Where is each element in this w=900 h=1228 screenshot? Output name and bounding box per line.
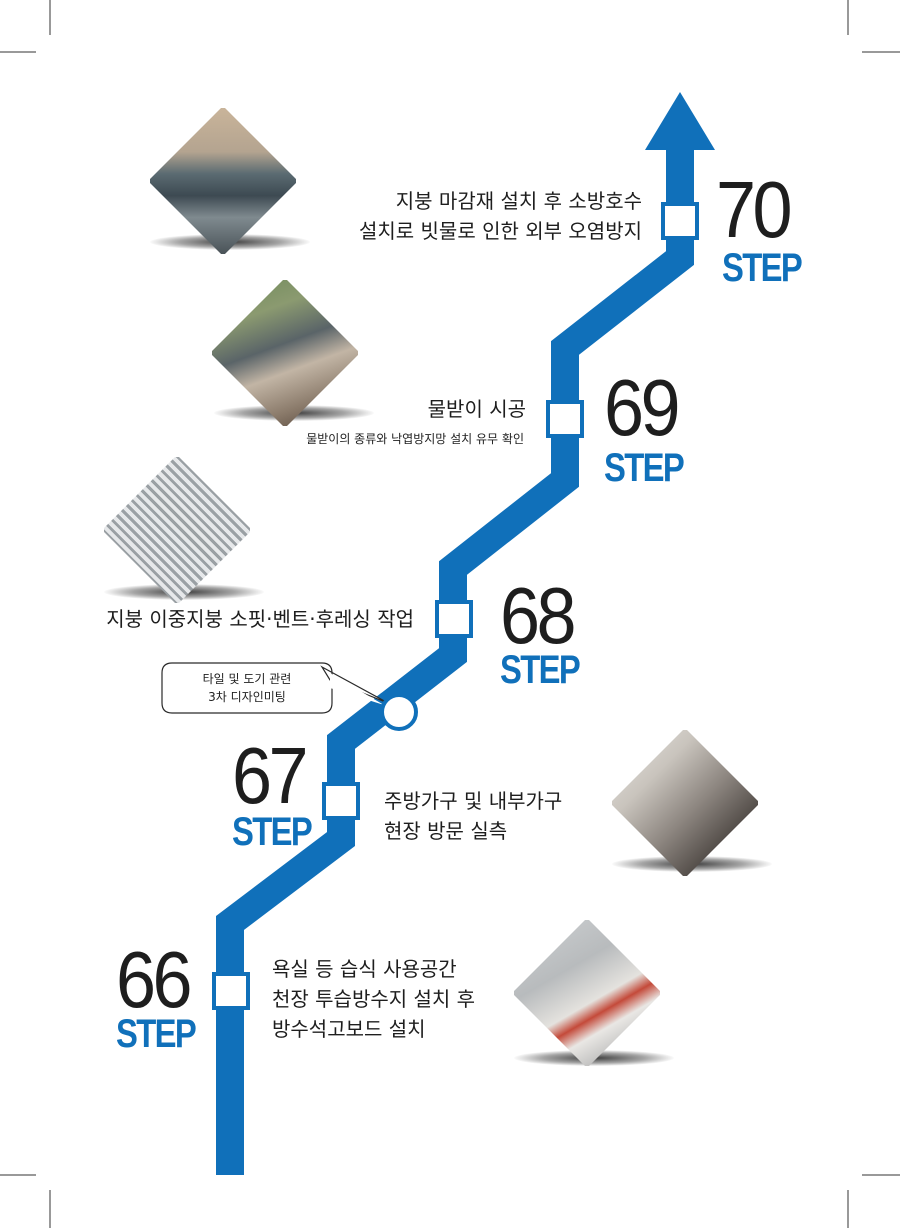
step-66-marker: [212, 972, 250, 1010]
step-69-number: 69: [604, 363, 680, 452]
step-68-marker: [435, 600, 473, 638]
step-68-number: 68: [500, 571, 576, 660]
step-69-word: STEP: [604, 446, 685, 490]
step-67-desc: 주방가구 및 내부가구 현장 방문 실측: [384, 786, 562, 846]
step-66-line-2: 천장 투습방수지 설치 후: [272, 987, 476, 1011]
callout: [161, 662, 418, 731]
step-68-desc: 지붕 이중지붕 소핏·벤트·후레싱 작업: [106, 607, 414, 631]
step-66-line-1: 욕실 등 습식 사용공간: [272, 957, 457, 981]
step-66-line-3: 방수석고보드 설치: [272, 1017, 426, 1041]
step-67-marker: [322, 782, 360, 820]
step-66-word: STEP: [116, 1012, 197, 1056]
step-69-title: 물받이 시공: [427, 397, 526, 421]
callout-text: 타일 및 도기 관련 3차 디자인미팅: [162, 670, 332, 706]
step-67-line-1: 주방가구 및 내부가구: [384, 789, 563, 813]
callout-line-1: 타일 및 도기 관련: [202, 672, 292, 686]
step-70-line-2: 설치로 빗물로 인한 외부 오염방지: [358, 219, 642, 243]
step-70-number: 70: [716, 165, 792, 254]
step-69-marker: [546, 400, 584, 438]
step-70-line-1: 지붕 마감재 설치 후 소방호수: [395, 189, 642, 213]
step-70-desc: 지붕 마감재 설치 후 소방호수 설치로 빗물로 인한 외부 오염방지: [359, 186, 642, 246]
step-67-number: 67: [232, 731, 308, 820]
step-67-word: STEP: [232, 810, 313, 854]
arrow-head: [645, 92, 715, 150]
step-68-word: STEP: [500, 648, 581, 692]
step-70-marker: [661, 202, 699, 240]
step-66-desc: 욕실 등 습식 사용공간 천장 투습방수지 설치 후 방수석고보드 설치: [272, 954, 475, 1044]
step-69-subtitle: 물받이의 종류와 낙엽방지망 설치 유무 확인: [306, 432, 524, 446]
step-66-number: 66: [116, 935, 192, 1024]
callout-line-2: 3차 디자인미팅: [208, 690, 286, 704]
callout-node: [380, 693, 418, 731]
step-67-line-2: 현장 방문 실측: [384, 819, 508, 843]
step-70-word: STEP: [722, 246, 803, 290]
